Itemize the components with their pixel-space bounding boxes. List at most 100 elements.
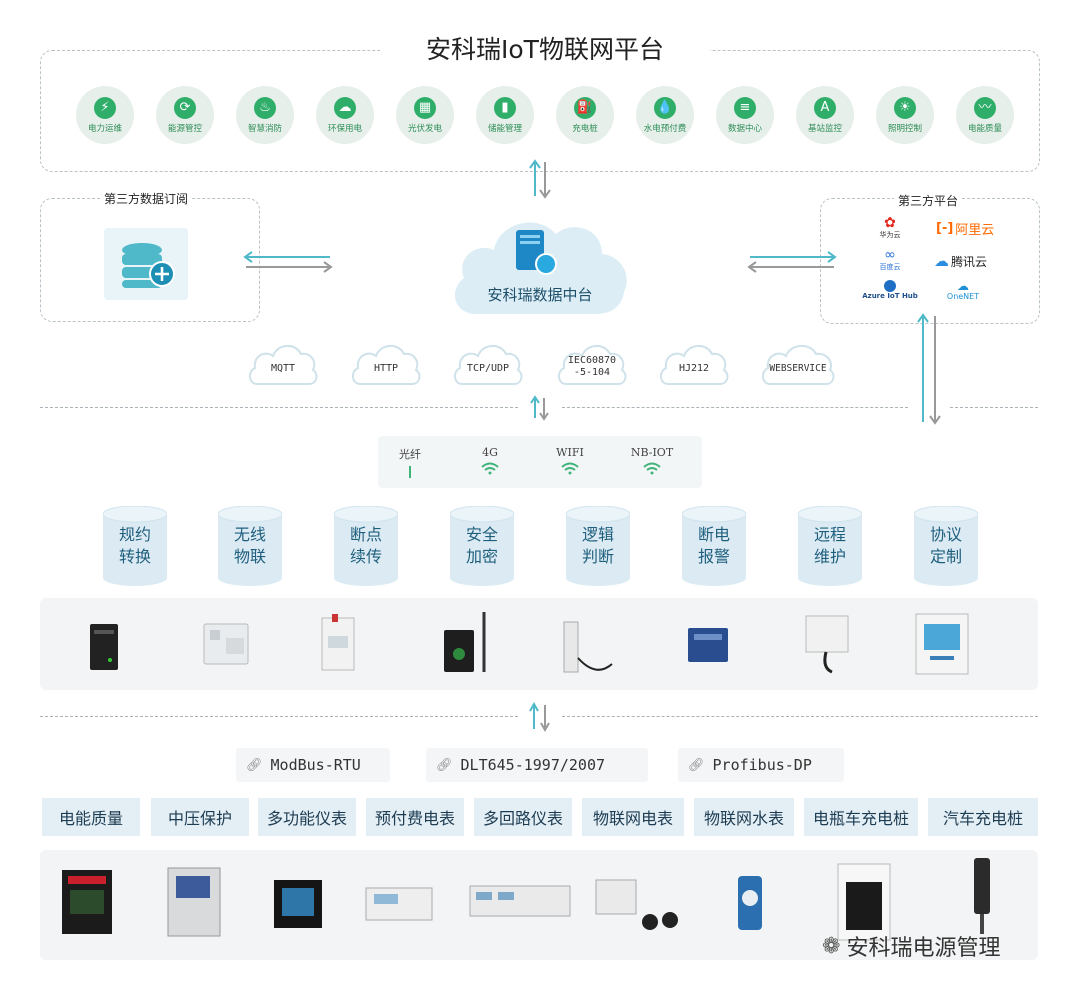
network-label: 光纤 bbox=[399, 448, 421, 461]
platform-azure: Azure IoT Hub bbox=[858, 280, 922, 300]
platform-label: 腾讯云 bbox=[951, 254, 988, 269]
app-battery[interactable]: ▮储能管理 bbox=[470, 86, 540, 156]
category-car-charger: 汽车充电桩 bbox=[928, 798, 1038, 836]
wechat-icon: ❁ bbox=[822, 933, 841, 959]
divider bbox=[40, 407, 518, 408]
function-label: 报警 bbox=[697, 547, 730, 566]
platform-tencent: ☁ 腾讯云 bbox=[934, 252, 987, 270]
network-options: 光纤 4G WIFI NB-IOT bbox=[378, 436, 702, 488]
function-label: 逻辑 bbox=[581, 525, 614, 544]
vertical-long-arrow-icon bbox=[917, 313, 941, 425]
function-security-encryption: 安全加密 bbox=[449, 505, 515, 586]
category-iot-power-meter: 物联网电表 bbox=[582, 798, 684, 836]
category-power-quality: 电能质量 bbox=[42, 798, 140, 836]
third-party-subscription-title: 第三方数据订阅 bbox=[100, 190, 193, 207]
page-title: 安科瑞IoT物联网平台 bbox=[380, 30, 710, 66]
platform-label: 阿里云 bbox=[955, 223, 995, 238]
protocol-hj212: HJ212 bbox=[658, 338, 730, 388]
bidirectional-arrow-icon bbox=[747, 251, 837, 273]
app-label: 光伏发电 bbox=[407, 123, 442, 134]
network-fiber: 光纤 bbox=[380, 446, 440, 478]
fire-icon: ♨ bbox=[254, 96, 276, 119]
function-label: 转换 bbox=[118, 547, 151, 566]
protocol-label: DLT645-1997/2007 bbox=[460, 756, 606, 774]
category-multicircuit-meter: 多回路仪表 bbox=[474, 798, 572, 836]
function-label: 加密 bbox=[465, 547, 498, 566]
protocol-label: HJ212 bbox=[678, 363, 710, 374]
protocol-label: WEBSERVICE bbox=[769, 363, 827, 374]
platform-aliyun: [-] 阿里云 bbox=[936, 219, 994, 238]
protocol-profibus: 🔗︎Profibus-DP bbox=[678, 748, 844, 782]
protocol-mqtt: MQTT bbox=[247, 338, 319, 388]
app-label: 照明控制 bbox=[887, 123, 922, 134]
app-antenna[interactable]: A 基站监控 bbox=[790, 86, 860, 156]
app-lighting[interactable]: ☀ 照明控制 bbox=[870, 86, 940, 156]
gateway-device-image bbox=[688, 628, 728, 662]
battery-icon: ▮ bbox=[494, 96, 516, 119]
app-label: 基站监控 bbox=[807, 123, 842, 134]
app-label: 环保用电 bbox=[327, 123, 362, 134]
protocol-label: MQTT bbox=[270, 363, 296, 374]
network-4g: 4G bbox=[460, 446, 520, 478]
power-quality-icon: 〰 bbox=[974, 96, 996, 119]
tencent-cloud-icon: ☁ bbox=[934, 252, 949, 270]
gateway-device-image bbox=[90, 624, 118, 670]
function-label: 规约 bbox=[118, 525, 151, 544]
app-database[interactable]: ≡数据中心 bbox=[710, 86, 780, 156]
wifi-icon bbox=[561, 462, 579, 475]
energy-control-icon: ⟳ bbox=[174, 96, 196, 119]
server-icon bbox=[516, 230, 557, 275]
platform-huawei: ✿ 华为云 bbox=[868, 216, 912, 240]
multifunction-meter-image bbox=[274, 880, 322, 928]
app-energy-control[interactable]: ⟳ 能源管控 bbox=[150, 86, 220, 156]
category-multifunction-meter: 多功能仪表 bbox=[258, 798, 356, 836]
app-power-quality[interactable]: 〰电能质量 bbox=[950, 86, 1020, 156]
antenna-icon: A bbox=[814, 96, 836, 119]
app-label: 充电桩 bbox=[572, 123, 598, 134]
watermark-text: 安科瑞电源管理 bbox=[846, 936, 1001, 961]
gateway-device-image bbox=[321, 614, 355, 671]
protocol-http: HTTP bbox=[350, 338, 422, 388]
power-maintenance-icon: ⚡ bbox=[94, 96, 116, 119]
function-label: 断电 bbox=[697, 525, 730, 544]
function-label: 断点 bbox=[349, 525, 382, 544]
third-party-platform-title: 第三方平台 bbox=[894, 192, 963, 209]
app-label: 电力运维 bbox=[87, 123, 122, 134]
network-nb-iot: NB-IOT bbox=[622, 446, 682, 478]
gateway-device-image bbox=[444, 612, 486, 672]
function-logic-judgement: 逻辑判断 bbox=[565, 505, 631, 586]
protocol-tcp-udp: TCP/UDP bbox=[452, 338, 524, 388]
app-label: 数据中心 bbox=[727, 123, 762, 134]
app-solar[interactable]: ▦光伏发电 bbox=[390, 86, 460, 156]
app-charger[interactable]: ⛽充电桩 bbox=[550, 86, 620, 156]
database-card bbox=[104, 228, 188, 300]
function-label: 安全 bbox=[465, 525, 498, 544]
protocol-label: Profibus-DP bbox=[712, 756, 812, 774]
watermark: ❁ 安科瑞电源管理 bbox=[822, 930, 1000, 962]
platform-onenet: ☁ OneNET bbox=[940, 280, 986, 301]
app-fire[interactable]: ♨智慧消防 bbox=[230, 86, 300, 156]
fiber-icon bbox=[409, 466, 411, 478]
app-eco[interactable]: ☁环保用电 bbox=[310, 86, 380, 156]
app-label: 能源管控 bbox=[167, 123, 202, 134]
app-prepaid[interactable]: 💧水电预付费 bbox=[630, 86, 700, 156]
function-resume-transfer: 断点续传 bbox=[333, 505, 399, 586]
app-power-maintenance[interactable]: ⚡ 电力运维 bbox=[70, 86, 140, 156]
up-down-arrow-icon bbox=[529, 702, 550, 732]
link-icon: 🔗︎ bbox=[246, 757, 263, 773]
iot-power-meter-image bbox=[595, 879, 678, 930]
function-protocol-conversion: 规约转换 bbox=[102, 505, 168, 586]
function-label: 物联 bbox=[233, 547, 266, 566]
function-label: 续传 bbox=[349, 547, 382, 566]
protocol-label: TCP/UDP bbox=[466, 363, 510, 374]
gateway-device-image bbox=[915, 613, 969, 675]
onenet-icon: ☁ bbox=[957, 279, 969, 293]
function-remote-maintenance: 远程维护 bbox=[797, 505, 863, 586]
divider bbox=[562, 407, 908, 408]
prepaid-meter-image bbox=[365, 887, 433, 921]
azure-icon bbox=[884, 280, 896, 292]
lighting-icon: ☀ bbox=[894, 96, 916, 119]
function-label: 维护 bbox=[813, 547, 846, 566]
divider bbox=[562, 716, 1038, 717]
platform-label: 百度云 bbox=[879, 263, 901, 271]
